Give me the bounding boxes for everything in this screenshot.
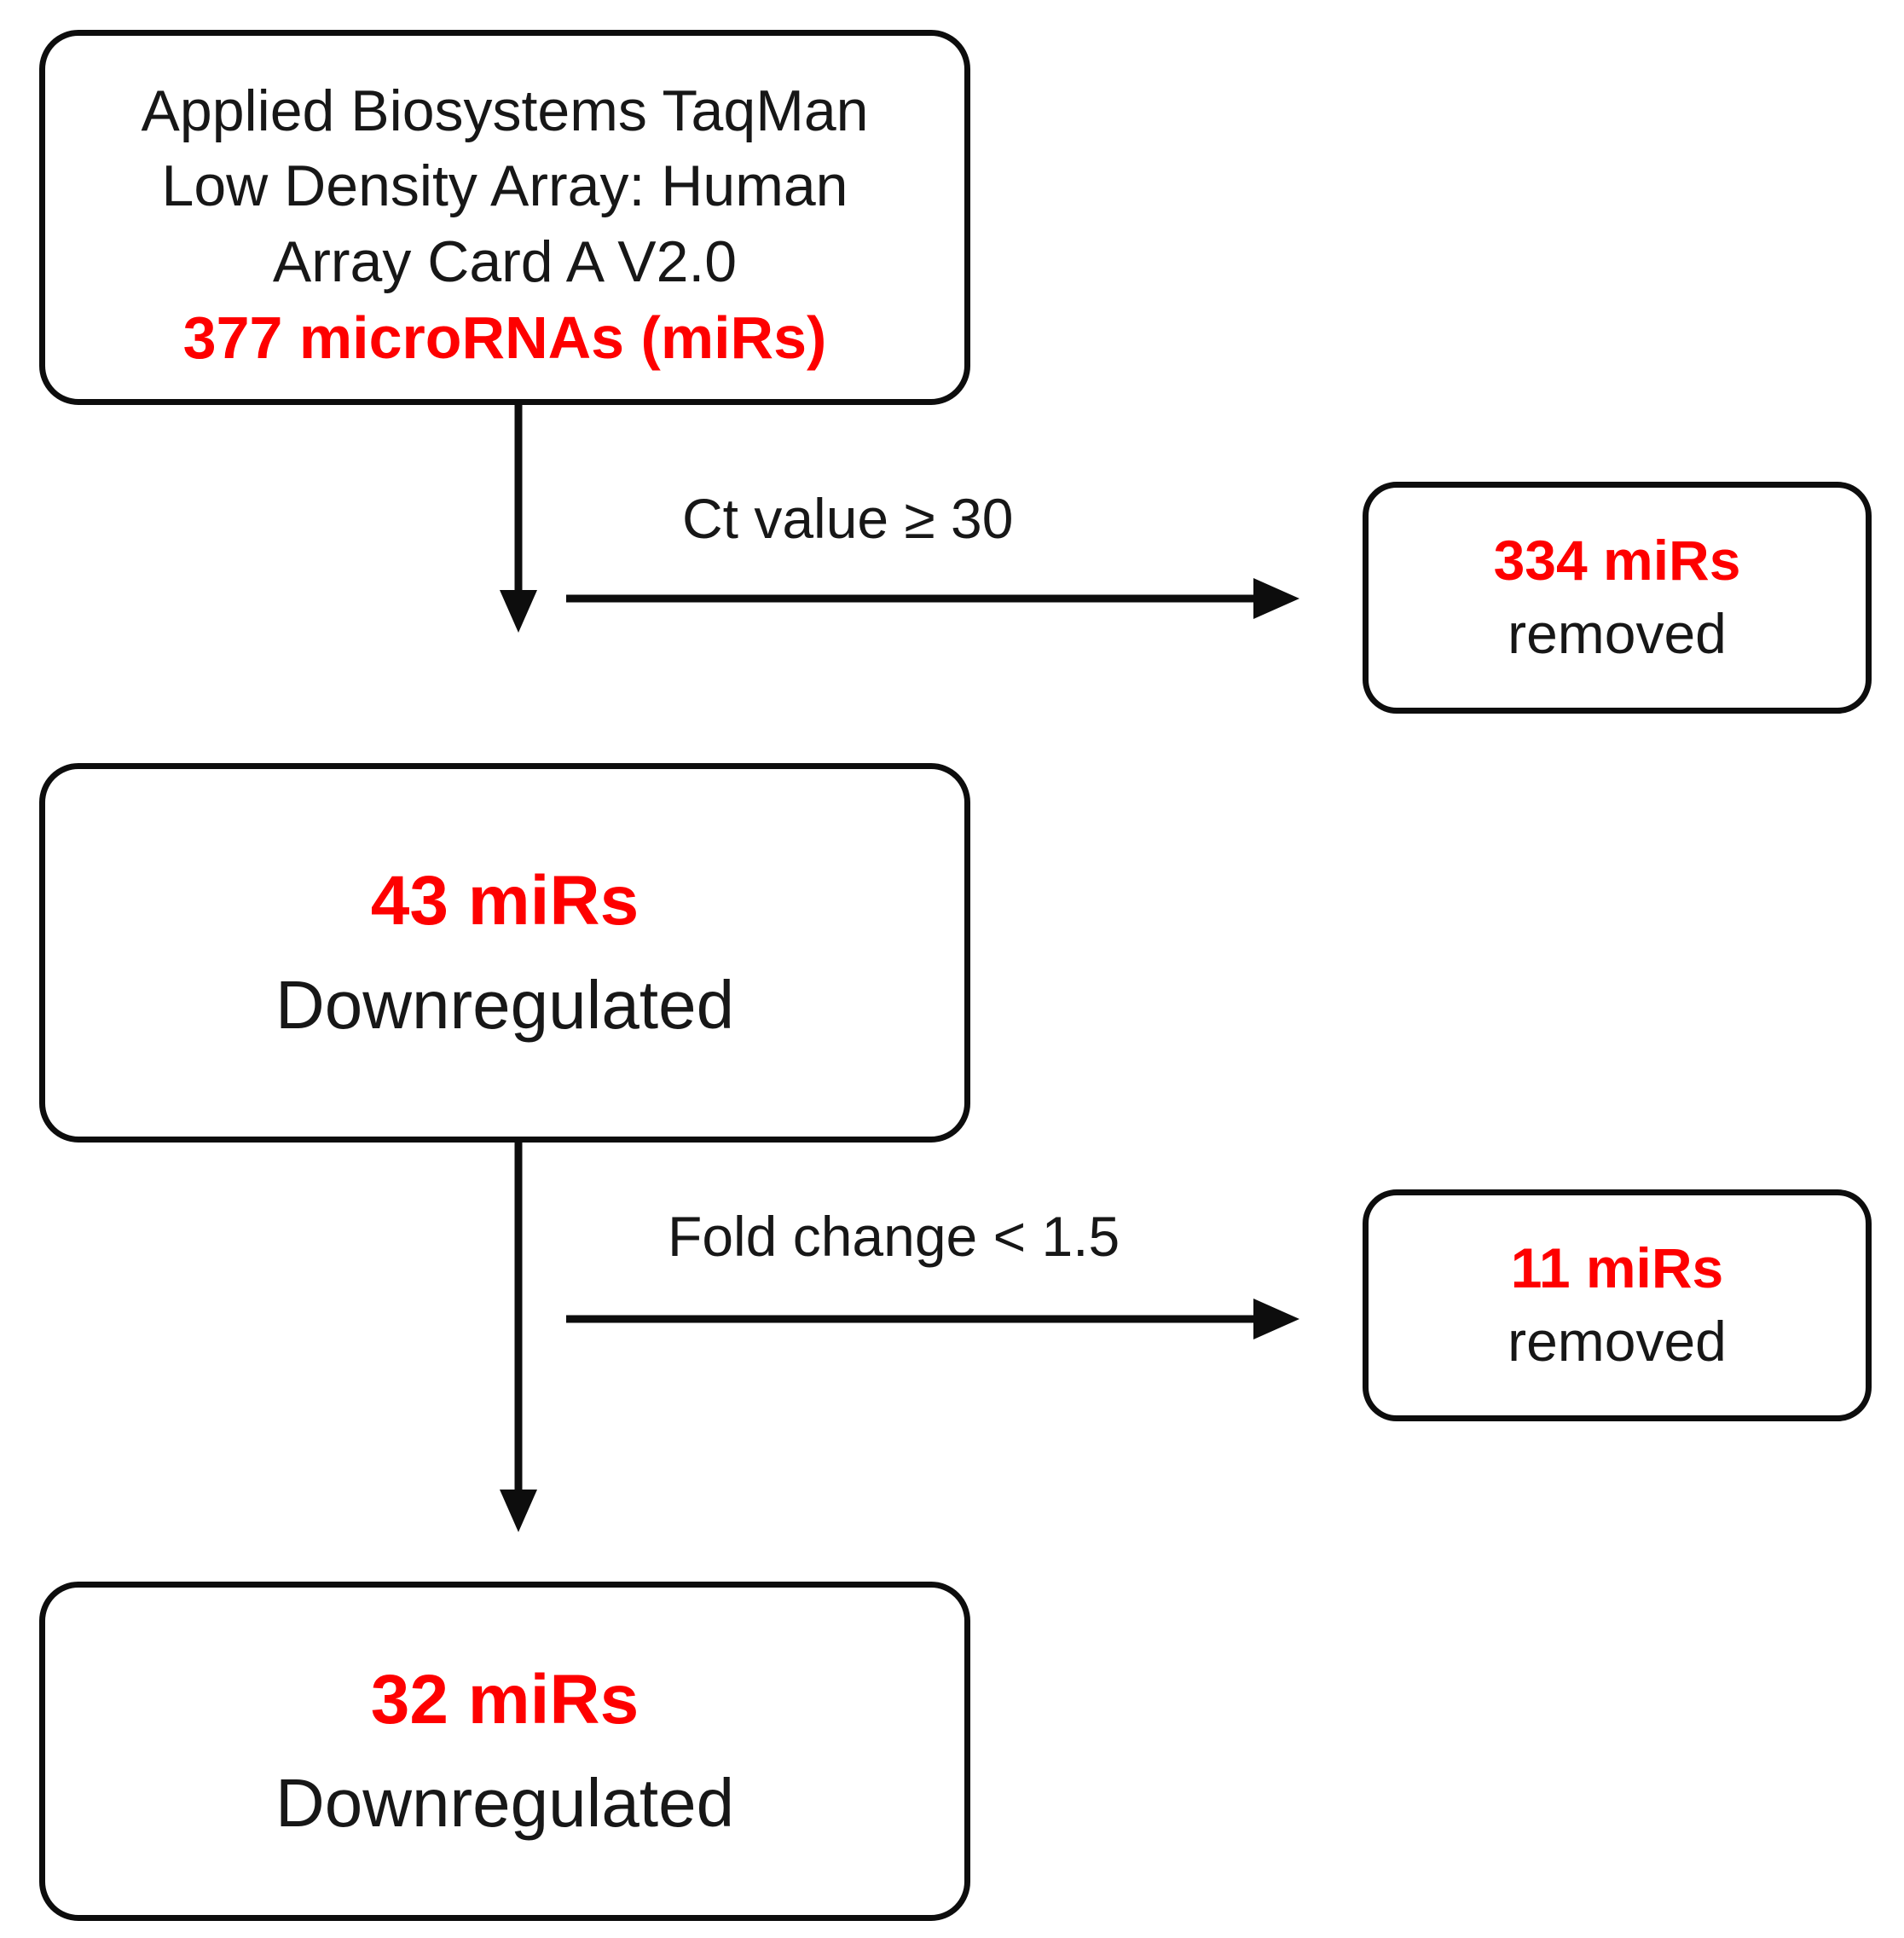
- edge-ct-filter-removed: [554, 563, 1322, 639]
- edge-foldchange-filter-removed: [554, 1283, 1322, 1360]
- node-removed-334: 334 miRs removed: [1363, 482, 1872, 714]
- down-43-count: 43 miRs: [370, 862, 639, 940]
- node-source-array: Applied Biosystems TaqMan Low Density Ar…: [39, 30, 970, 405]
- edge-label-fold-change: Fold change < 1.5: [668, 1205, 1120, 1268]
- source-line-3: Array Card A V2.0: [272, 229, 738, 294]
- source-mirna-count: 377 microRNAs (miRs): [182, 304, 827, 372]
- edge-label-ct-value: Ct value ≥ 30: [682, 487, 1014, 550]
- source-line-1: Applied Biosystems TaqMan: [141, 78, 869, 143]
- source-line-2: Low Density Array: Human: [161, 153, 848, 219]
- edge-source-to-downregulated43: [477, 401, 580, 639]
- down-32-count: 32 miRs: [370, 1660, 639, 1738]
- node-downregulated-32: 32 miRs Downregulated: [39, 1582, 970, 1921]
- removed-2-count: 11 miRs: [1510, 1236, 1724, 1300]
- node-removed-11: 11 miRs removed: [1363, 1189, 1872, 1421]
- down-32-label: Downregulated: [275, 1765, 735, 1842]
- removed-2-label: removed: [1508, 1310, 1727, 1373]
- removed-1-count: 334 miRs: [1493, 529, 1741, 593]
- node-downregulated-43: 43 miRs Downregulated: [39, 763, 970, 1143]
- down-43-label: Downregulated: [275, 966, 735, 1043]
- removed-1-label: removed: [1508, 602, 1727, 665]
- edge-downregulated43-to-downregulated32: [477, 1138, 580, 1539]
